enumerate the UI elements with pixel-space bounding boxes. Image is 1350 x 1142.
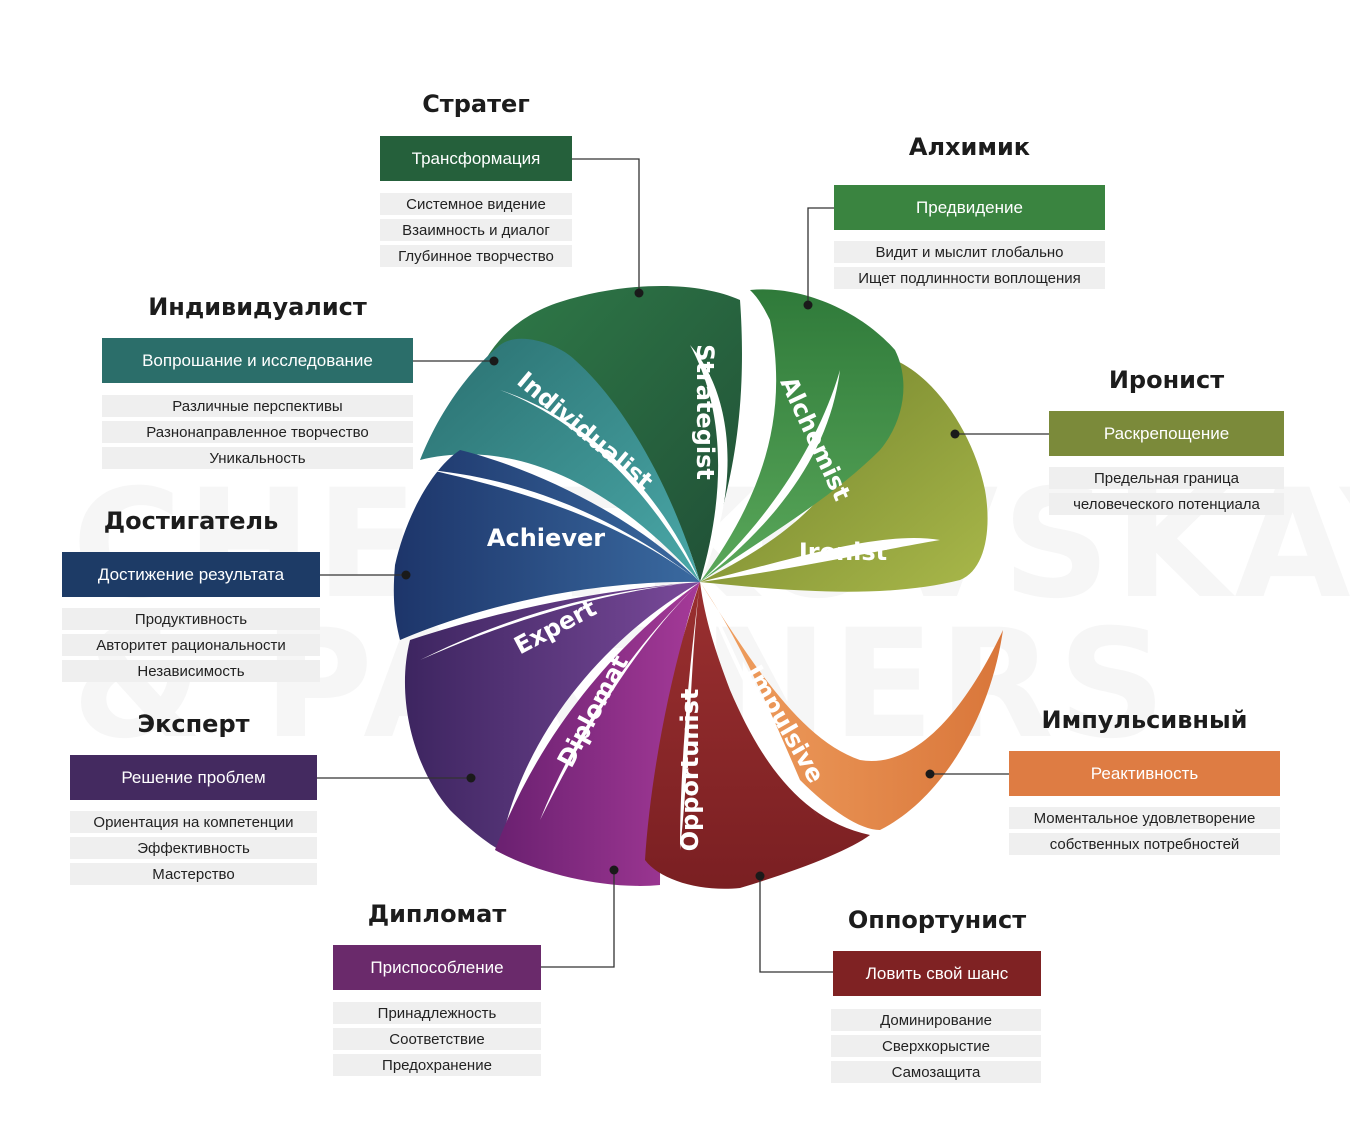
petal-expert <box>404 582 700 850</box>
stage-item-individualist-1: Различные перспективы <box>102 395 413 417</box>
stage-item-opportunist-2: Сверхкорыстие <box>831 1035 1041 1057</box>
petal-diplomat <box>495 582 700 886</box>
petal-individualist <box>420 338 700 582</box>
stage-item-strategist-3: Глубинное творчество <box>380 245 572 267</box>
stage-title-individualist: Индивидуалист <box>148 293 367 321</box>
stage-head-diplomat: Приспособление <box>333 945 541 990</box>
stage-title-alchemist: Алхимик <box>908 133 1031 161</box>
petal-label-strategist: Strategist <box>691 344 719 480</box>
stage-head-alchemist: Предвидение <box>834 185 1105 230</box>
stage-item-diplomat-1: Принадлежность <box>333 1002 541 1024</box>
stage-item-achiever-2: Авторитет рациональности <box>62 634 320 656</box>
connector-dot-expert <box>466 773 476 783</box>
petal-alchemist <box>700 289 904 582</box>
connector-strategist <box>571 158 640 293</box>
petal-label-opportunist: Opportunist <box>676 689 704 852</box>
stage-head-impulsive: Реактивность <box>1009 751 1280 796</box>
stage-title-opportunist: Оппортунист <box>847 906 1027 934</box>
connector-lines <box>317 158 1049 973</box>
petal-opportunist <box>645 582 870 889</box>
stage-item-ironist-1: Предельная граница <box>1049 467 1284 489</box>
petal-achiever <box>393 450 700 640</box>
stage-title-expert: Эксперт <box>137 710 250 738</box>
connector-dots <box>401 288 960 881</box>
stage-item-alchemist-2: Ищет подлинности воплощения <box>834 267 1105 289</box>
connector-diplomat <box>541 870 615 968</box>
connector-dot-alchemist <box>803 300 813 310</box>
connector-dot-achiever <box>401 570 411 580</box>
stage-item-expert-3: Мастерство <box>70 863 317 885</box>
stage-item-impulsive-1: Моментальное удовлетворение <box>1009 807 1280 829</box>
stage-head-achiever: Достижение результата <box>62 552 320 597</box>
connector-alchemist <box>807 207 834 305</box>
connector-opportunist <box>759 876 833 973</box>
petal-label-ironist: Ironist <box>799 538 887 566</box>
stage-item-individualist-2: Разнонаправленное творчество <box>102 421 413 443</box>
connector-dot-diplomat <box>609 865 619 875</box>
stage-item-achiever-1: Продуктивность <box>62 608 320 630</box>
stage-title-achiever: Достигатель <box>103 507 279 535</box>
petal-impulsive <box>700 582 1003 830</box>
stage-item-opportunist-1: Доминирование <box>831 1009 1041 1031</box>
connector-dot-individualist <box>489 356 499 366</box>
stage-head-expert: Решение проблем <box>70 755 317 800</box>
stage-item-diplomat-3: Предохранение <box>333 1054 541 1076</box>
stage-title-diplomat: Дипломат <box>367 900 507 928</box>
stage-title-impulsive: Импульсивный <box>1041 706 1248 734</box>
stage-item-ironist-2: человеческого потенциала <box>1049 493 1284 515</box>
stage-title-strategist: Стратег <box>422 90 530 118</box>
connector-dot-strategist <box>634 288 644 298</box>
stage-item-strategist-1: Системное видение <box>380 193 572 215</box>
connector-dot-ironist <box>950 429 960 439</box>
stage-title-ironist: Иронист <box>1108 366 1225 394</box>
stage-item-achiever-3: Независимость <box>62 660 320 682</box>
petal-label-achiever: Achiever <box>487 524 605 552</box>
stage-head-individualist: Вопрошание и исследование <box>102 338 413 383</box>
stage-item-expert-2: Эффективность <box>70 837 317 859</box>
connector-dot-opportunist <box>755 871 765 881</box>
stage-item-strategist-2: Взаимность и диалог <box>380 219 572 241</box>
stage-head-ironist: Раскрепощение <box>1049 411 1284 456</box>
stage-item-individualist-3: Уникальность <box>102 447 413 469</box>
stage-item-alchemist-1: Видит и мыслит глобально <box>834 241 1105 263</box>
stage-head-strategist: Трансформация <box>380 136 572 181</box>
stage-item-diplomat-2: Соответствие <box>333 1028 541 1050</box>
stage-item-impulsive-2: собственных потребностей <box>1009 833 1280 855</box>
stage-item-expert-1: Ориентация на компетенции <box>70 811 317 833</box>
stage-head-opportunist: Ловить свой шанс <box>833 951 1041 996</box>
stage-item-opportunist-3: Самозащита <box>831 1061 1041 1083</box>
connector-dot-impulsive <box>925 769 935 779</box>
